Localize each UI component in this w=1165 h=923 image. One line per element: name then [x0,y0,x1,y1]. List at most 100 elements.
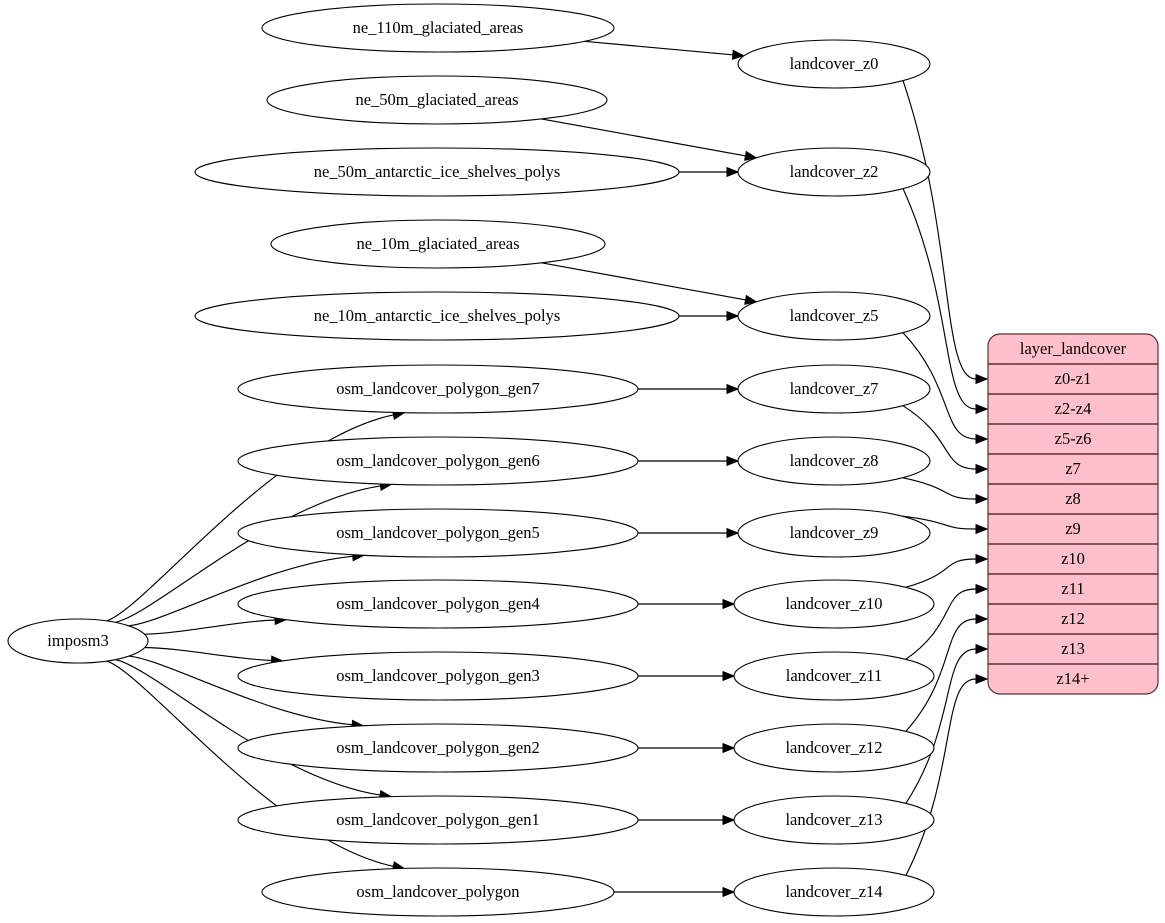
edge-imposm3-to-osm_landcover_polygon_gen7 [106,414,395,622]
landcover-node-landcover_z8[interactable]: landcover_z8 [737,436,931,486]
landcover-node-landcover_z2[interactable]: landcover_z2 [737,147,931,197]
edge-arrowhead [975,613,989,625]
landcover-node-landcover_z5[interactable]: landcover_z5 [737,291,931,341]
edge-landcover_z7-to-table-row-3 [902,405,977,470]
osm-node-osm_landcover_polygon_gen4[interactable]: osm_landcover_polygon_gen4 [237,579,639,629]
node-ellipse [194,291,680,341]
ne-node-ne_50m_antarctic_ice_shelves_polys[interactable]: ne_50m_antarctic_ice_shelves_polys [194,147,680,197]
edge-arrowhead [975,463,989,475]
edge-arrowhead [722,742,736,754]
edge-landcover_z11-to-table-row-7 [905,588,977,660]
node-label: osm_landcover_polygon_gen2 [336,738,539,757]
ne-node-ne_110m_glaciated_areas[interactable]: ne_110m_glaciated_areas [261,3,615,53]
node-ellipse [737,39,931,89]
landcover-node-landcover_z13[interactable]: landcover_z13 [733,795,935,845]
layer-table-row-z13[interactable]: z13 [1061,639,1085,658]
edge-imposm3-to-osm_landcover_polygon_gen6 [115,485,382,623]
node-label: landcover_z12 [785,738,882,757]
edge-imposm3-to-osm_landcover_polygon_gen4 [144,619,277,635]
node-ellipse [737,291,931,341]
edge-arrowhead [722,814,736,826]
edge-landcover_z5-to-table-row-2 [902,332,977,440]
node-ellipse [737,508,931,558]
edge-landcover_z10-to-table-row-6 [905,558,977,588]
node-label: landcover_z13 [785,810,882,829]
node-ellipse [733,795,935,845]
node-label: ne_10m_glaciated_areas [356,234,519,253]
layer-table-row-z11[interactable]: z11 [1061,579,1084,598]
landcover-node-landcover_z11[interactable]: landcover_z11 [733,651,935,701]
layer-table-row-z14+[interactable]: z14+ [1056,669,1089,688]
edge-arrowhead [975,433,989,445]
node-ellipse [237,795,639,845]
osm-node-osm_landcover_polygon_gen6[interactable]: osm_landcover_polygon_gen6 [237,436,639,486]
node-ellipse [733,651,935,701]
node-ellipse [737,147,931,197]
edge-ne_110m_glaciated_areas-to-landcover_z0 [584,40,734,56]
layer-table-row-z7[interactable]: z7 [1065,459,1081,478]
node-label: landcover_z5 [790,306,879,325]
node-label: landcover_z10 [785,594,882,613]
landcover-node-landcover_z7[interactable]: landcover_z7 [737,364,931,414]
layer-table-row-z8[interactable]: z8 [1065,489,1081,508]
layer-table-row-z12[interactable]: z12 [1061,609,1085,628]
node-label: osm_landcover_polygon [356,882,519,901]
osm-node-osm_landcover_polygon_gen7[interactable]: osm_landcover_polygon_gen7 [237,364,639,414]
node-label: imposm3 [47,631,108,650]
edge-arrowhead [975,643,989,655]
node-ellipse [270,219,606,269]
landcover-node-landcover_z14[interactable]: landcover_z14 [733,867,935,917]
edge-arrowhead [722,598,736,610]
osm-node-osm_landcover_polygon_gen1[interactable]: osm_landcover_polygon_gen1 [237,795,639,845]
osm-node-osm_landcover_polygon[interactable]: osm_landcover_polygon [261,867,615,917]
edge-landcover_z8-to-table-row-4 [902,477,977,500]
edge-arrowhead [726,455,740,467]
edge-imposm3-to-osm_landcover_polygon_gen1 [115,659,382,796]
edge-arrowhead [726,310,740,322]
node-label: landcover_z11 [786,666,883,685]
node-ellipse [194,147,680,197]
ne-node-ne_50m_glaciated_areas[interactable]: ne_50m_glaciated_areas [266,75,608,125]
node-ellipse [733,867,935,917]
edge-landcover_z2-to-table-row-1 [902,188,977,410]
node-label: landcover_z14 [785,882,882,901]
edge-landcover_z14-to-table-row-10 [905,678,977,876]
edge-arrowhead [975,373,989,385]
edge-imposm3-to-osm_landcover_polygon_gen2 [128,655,354,726]
node-label: osm_landcover_polygon_gen6 [336,451,539,470]
landcover-node-landcover_z12[interactable]: landcover_z12 [733,723,935,773]
ne-node-ne_10m_antarctic_ice_shelves_polys[interactable]: ne_10m_antarctic_ice_shelves_polys [194,291,680,341]
node-label: osm_landcover_polygon_gen5 [336,523,539,542]
osm-node-osm_landcover_polygon_gen3[interactable]: osm_landcover_polygon_gen3 [237,651,639,701]
ne-node-ne_10m_glaciated_areas[interactable]: ne_10m_glaciated_areas [270,219,606,269]
node-label: ne_50m_antarctic_ice_shelves_polys [314,162,561,181]
node-label: osm_landcover_polygon_gen3 [336,666,539,685]
node-ellipse [737,364,931,414]
node-ellipse [261,3,615,53]
edge-arrowhead [975,553,989,565]
edge-ne_10m_glaciated_areas-to-landcover_z5 [541,262,747,301]
layer-table-row-z0-z1[interactable]: z0-z1 [1055,369,1092,388]
landcover-node-landcover_z9[interactable]: landcover_z9 [737,508,931,558]
edge-arrowhead [731,49,746,60]
source-node-imposm3[interactable]: imposm3 [7,618,149,664]
node-ellipse [237,723,639,773]
edge-arrowhead [975,673,989,685]
node-ellipse [7,618,149,664]
node-ellipse [737,436,931,486]
osm-node-osm_landcover_polygon_gen5[interactable]: osm_landcover_polygon_gen5 [237,508,639,558]
landcover-node-landcover_z0[interactable]: landcover_z0 [737,39,931,89]
layer-table-row-z5-z6[interactable]: z5-z6 [1055,429,1092,448]
osm-node-osm_landcover_polygon_gen2[interactable]: osm_landcover_polygon_gen2 [237,723,639,773]
layer-table-row-z2-z4[interactable]: z2-z4 [1055,399,1092,418]
layer-table-row-z10[interactable]: z10 [1061,549,1085,568]
landcover-node-landcover_z10[interactable]: landcover_z10 [733,579,935,629]
edge-arrowhead [744,294,758,305]
edge-arrowhead [726,383,740,395]
node-label: landcover_z8 [790,451,879,470]
edge-arrowhead [975,403,989,415]
node-ellipse [237,508,639,558]
node-label: landcover_z0 [790,54,879,73]
layer-table-row-z9[interactable]: z9 [1065,519,1081,538]
node-ellipse [237,364,639,414]
